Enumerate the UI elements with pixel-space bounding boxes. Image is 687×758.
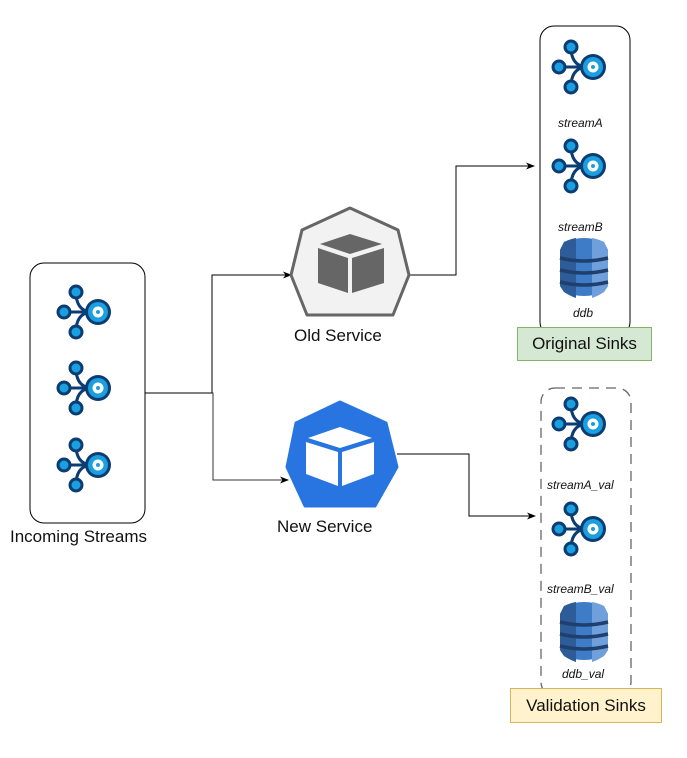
sink-label-ddb: ddb (573, 306, 594, 320)
dynamodb-icon (558, 236, 610, 300)
edge-old-service-to-original-sinks[interactable] (409, 162, 535, 276)
new-service-node[interactable] (285, 400, 399, 508)
sink-label-streamA: streamA (558, 116, 603, 130)
cube-icon (318, 234, 384, 293)
edge-new-service-to-validation-sinks[interactable] (397, 453, 536, 520)
cube-icon (306, 427, 374, 486)
sink-label-streamA-val: streamA_val (547, 478, 614, 492)
original-sinks-tag[interactable]: Original Sinks (517, 327, 652, 361)
heptagon-shape (289, 206, 411, 317)
sink-label-streamB: streamB (558, 220, 603, 234)
sink-label-streamB-val: streamB_val (547, 582, 614, 596)
validation-sinks-tag[interactable]: Validation Sinks (510, 688, 662, 723)
old-service-node[interactable] (289, 206, 411, 317)
edge-incoming-to-old-service[interactable] (145, 271, 292, 394)
old-service-label: Old Service (294, 326, 382, 345)
sink-label-ddb-val: ddb_val (562, 667, 605, 681)
edge-incoming-to-new-service[interactable] (212, 392, 289, 484)
incoming-streams-label: Incoming Streams (10, 527, 147, 546)
dynamodb-icon (558, 600, 610, 664)
new-service-label: New Service (277, 517, 373, 536)
